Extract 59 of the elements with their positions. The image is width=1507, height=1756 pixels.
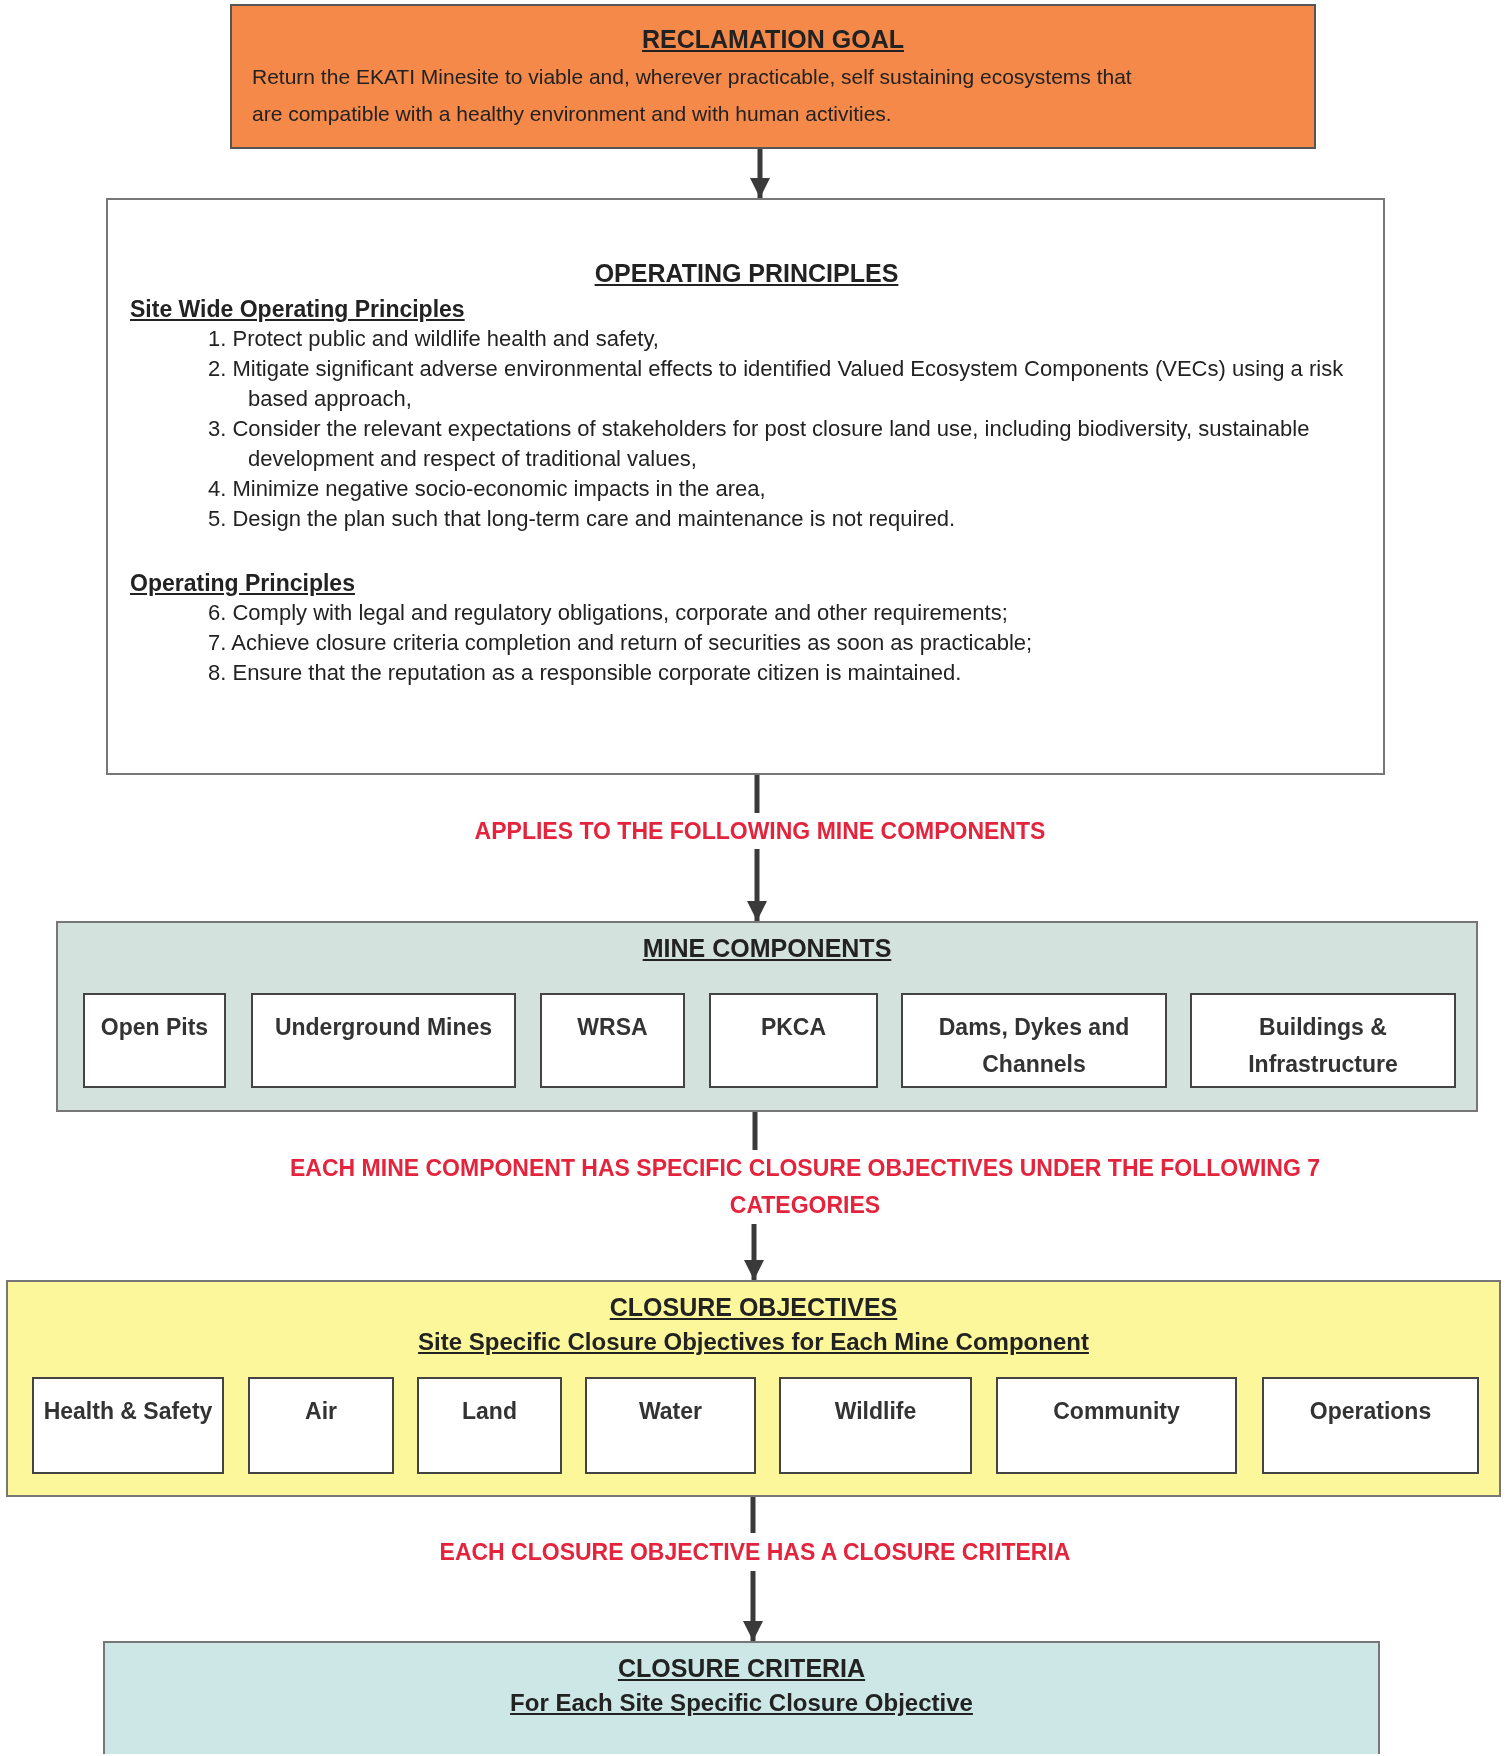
list-item: 8. Ensure that the reputation as a responsible corporate citizen is maintained. [207, 659, 963, 687]
category-label: Community [1052, 1397, 1181, 1426]
category-box [585, 1377, 756, 1474]
list-item: 4. Minimize negative socio-economic impacts in the area, [207, 475, 767, 503]
category-box [251, 993, 516, 1088]
heading: OPERATING PRINCIPLES [594, 258, 899, 289]
goal-box [230, 4, 1316, 149]
category-label: Air [304, 1397, 338, 1426]
category-label: Wildlife [833, 1397, 918, 1426]
subheading: Operating Principles [130, 569, 355, 598]
category-label: Open Pits [99, 1013, 210, 1042]
subheading: Site Wide Operating Principles [130, 295, 465, 324]
category-label: Buildings & Infrastructure [1247, 1013, 1399, 1079]
category-label: Land [461, 1397, 518, 1426]
subheading: For Each Site Specific Closure Objective [510, 1688, 973, 1718]
category-box [996, 1377, 1237, 1474]
category-label: Dams, Dykes and Channels [937, 1013, 1131, 1079]
list-item: 7. Achieve closure criteria completion and return of securities as soon as practicable; [207, 629, 1034, 657]
list-item: 2. Mitigate significant adverse environmental effects to identified Valued Ecosystem Components (VECs) using a risk based approach, [207, 355, 1345, 413]
category-box [1262, 1377, 1479, 1474]
category-box [779, 1377, 972, 1474]
list-item: 3. Consider the relevant expectations of stakeholders for post closure land use, including biodiversity, sustainable development and respect of traditional values, [207, 415, 1311, 473]
heading: CLOSURE CRITERIA [617, 1653, 866, 1684]
category-label: Operations [1308, 1397, 1433, 1426]
category-label: Water [637, 1397, 704, 1426]
flow-note-text: EACH MINE COMPONENT HAS SPECIFIC CLOSURE OBJECTIVES UNDER THE FOLLOWING 7 CATEGORIES [290, 1154, 1320, 1220]
category-label: Underground Mines [273, 1013, 494, 1042]
arrow [747, 849, 767, 921]
connector-line [754, 775, 760, 813]
list-item: 5. Design the plan such that long-term care and maintenance is not required. [207, 505, 957, 533]
list-item: 6. Comply with legal and regulatory obligations, corporate and other requirements; [207, 599, 1009, 627]
criteria-panel [103, 1641, 1380, 1754]
category-box [1190, 993, 1456, 1088]
list-item: 1. Protect public and wildlife health and safety, [207, 325, 660, 353]
category-label: WRSA [576, 1013, 649, 1042]
goal-text: Return the EKATI Minesite to viable and, wherever practicable, self sustaining ecosystems that are compatible with a healthy environment and with human activities. [252, 64, 1133, 127]
heading: RECLAMATION GOAL [642, 24, 904, 55]
category-box [417, 1377, 562, 1474]
heading: MINE COMPONENTS [642, 933, 892, 964]
principles-box [106, 198, 1385, 775]
objectives-panel [6, 1280, 1501, 1497]
flow-note-text: EACH CLOSURE OBJECTIVE HAS A CLOSURE CRITERIA [439, 1537, 1071, 1567]
category-box [540, 993, 685, 1088]
category-label: Health & Safety [42, 1397, 214, 1426]
flow-note-text: APPLIES TO THE FOLLOWING MINE COMPONENTS [474, 816, 1046, 846]
category-label: PKCA [759, 1013, 828, 1042]
category-box [83, 993, 226, 1088]
components-panel [56, 921, 1478, 1112]
connector-line [752, 1112, 758, 1150]
category-box [901, 993, 1167, 1088]
category-box [32, 1377, 224, 1474]
arrow [744, 1224, 764, 1280]
arrow [750, 149, 770, 198]
arrow [743, 1571, 763, 1641]
heading: CLOSURE OBJECTIVES [609, 1292, 898, 1323]
subheading: Site Specific Closure Objectives for Each Mine Component [418, 1327, 1089, 1357]
connector-line [750, 1497, 756, 1533]
category-box [709, 993, 878, 1088]
category-box [248, 1377, 394, 1474]
